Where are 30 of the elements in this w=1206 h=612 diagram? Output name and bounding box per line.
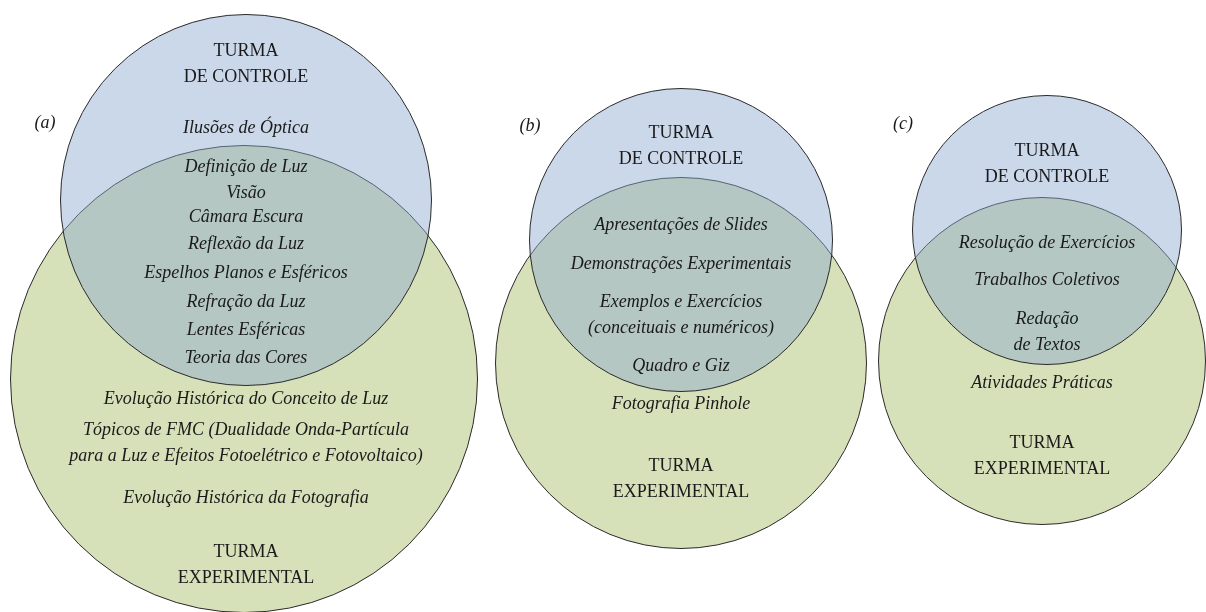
topic-text: Evolução Histórica da Fotografia [123, 486, 369, 509]
topic-text: Fotografia Pinhole [611, 392, 751, 415]
group-title: TURMA DE CONTROLE [183, 39, 309, 88]
topic-text: Trabalhos Coletivos [974, 268, 1120, 291]
group-title: TURMA DE CONTROLE [618, 121, 744, 170]
topic-text: Demonstrações Experimentais [570, 252, 792, 275]
topic-text: Quadro e Giz [632, 354, 730, 377]
topic-text: Tópicos de FMC (Dualidade Onda-Partícula para a Luz e Efeitos Fotoelétrico e Fotovoltaico) [69, 418, 423, 467]
topic-text: Câmara Escura [188, 205, 304, 228]
panel-label: (c) [893, 112, 913, 135]
topic-text: Visão [226, 181, 266, 204]
topic-text: Atividades Práticas [971, 371, 1113, 394]
topic-text: Refração da Luz [186, 290, 306, 313]
topic-text: Redação de Textos [1013, 307, 1081, 356]
panel-label: (b) [519, 114, 541, 137]
topic-text: Exemplos e Exercícios (conceituais e numéricos) [588, 290, 774, 339]
group-title: TURMA EXPERIMENTAL [612, 454, 750, 503]
topic-text: Resolução de Exercícios [958, 231, 1136, 254]
topic-text: Ilusões de Óptica [183, 115, 309, 139]
topic-text: Reflexão da Luz [188, 232, 304, 255]
topic-text: Evolução Histórica do Conceito de Luz [103, 387, 389, 410]
topic-text: Lentes Esféricas [186, 318, 306, 341]
group-title: TURMA EXPERIMENTAL [973, 431, 1111, 480]
panel-label: (a) [34, 111, 56, 134]
topic-text: Teoria das Cores [184, 346, 308, 369]
topic-text: Espelhos Planos e Esféricos [144, 261, 348, 284]
group-title: TURMA EXPERIMENTAL [177, 540, 315, 589]
group-title: TURMA DE CONTROLE [984, 139, 1110, 188]
topic-text: Definição de Luz [184, 155, 308, 178]
topic-text: Apresentações de Slides [594, 213, 768, 236]
